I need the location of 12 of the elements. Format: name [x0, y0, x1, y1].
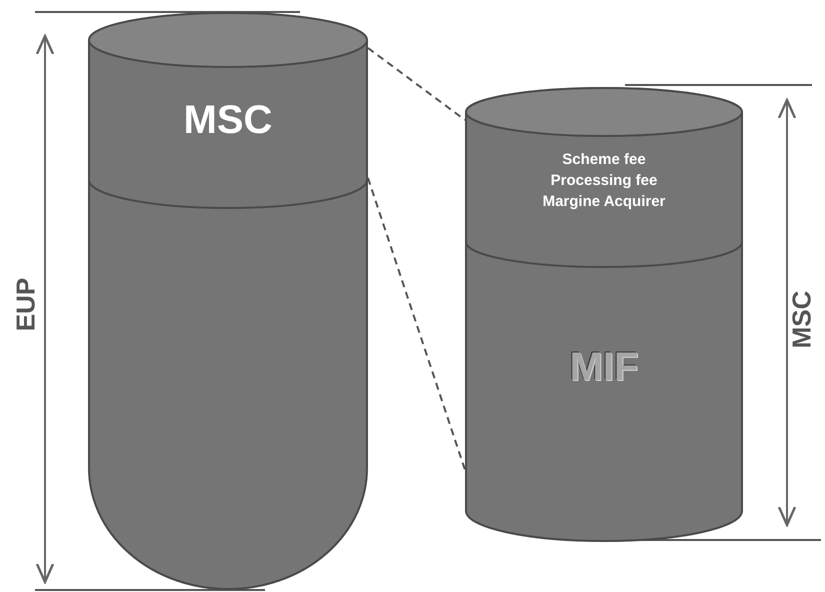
dimension-label: MSC: [786, 290, 818, 350]
cylinder-section: [88, 12, 368, 180]
section-label: MIF: [570, 344, 638, 391]
dashed-line: [367, 47, 466, 121]
section-label: Processing fee: [550, 171, 658, 191]
dimension-label: EUP: [10, 276, 42, 334]
section-label: MSC: [184, 97, 272, 144]
cylinder-section: [465, 87, 743, 242]
section-label: Scheme fee: [562, 150, 646, 170]
cylinder-section: [465, 242, 743, 542]
section-label: Margine Acquirer: [542, 192, 666, 212]
dashed-line: [367, 178, 466, 470]
